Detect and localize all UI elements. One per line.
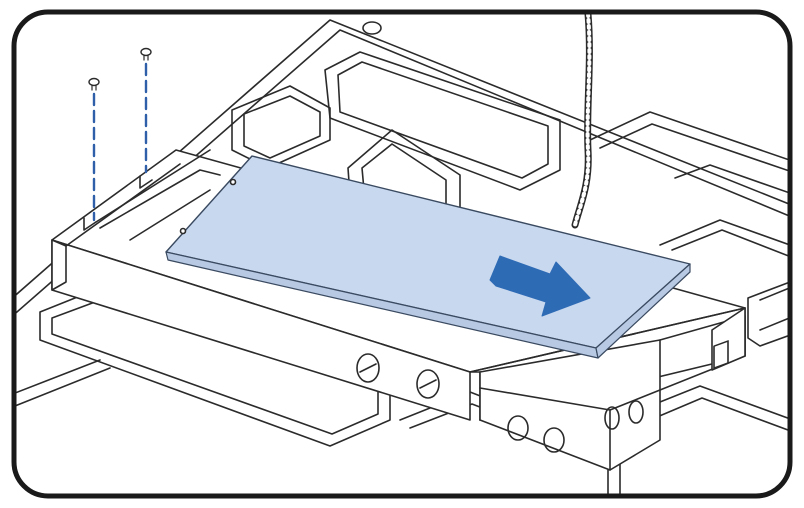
- screw-right: [140, 47, 152, 174]
- rounded-frame: [11, 9, 793, 499]
- arrow-right-icon: [489, 255, 591, 317]
- knockout-holes: [507, 400, 644, 453]
- scene: [14, 12, 790, 496]
- back-panel: [14, 19, 790, 496]
- front-screws: [356, 353, 440, 399]
- coiled-cable: [571, 12, 593, 229]
- screw-left: [88, 77, 100, 222]
